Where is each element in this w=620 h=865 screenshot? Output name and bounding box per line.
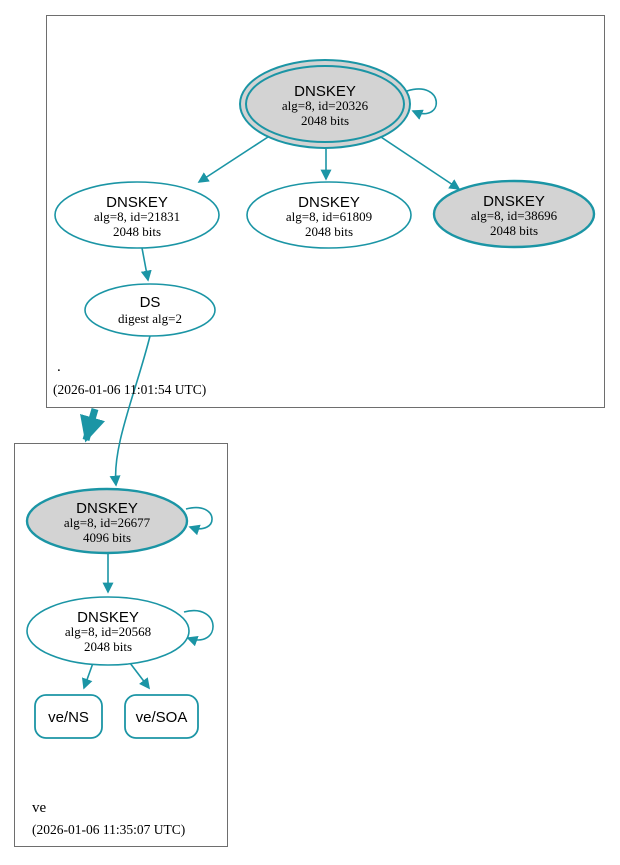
edge-dnskey20326-dnskey38696 bbox=[380, 136, 461, 190]
dnskey-20568-ellipse bbox=[26, 596, 190, 666]
node-detail: alg=8, id=26677 bbox=[64, 515, 151, 530]
node-rrset-ve-ns: ve/NS bbox=[34, 694, 103, 739]
node-label: DNSKEY bbox=[483, 193, 545, 210]
dnskey-20326-inner-ring bbox=[245, 65, 405, 143]
node-label: DNSKEY bbox=[77, 609, 139, 626]
node-dnskey-26677: DNSKEY alg=8, id=26677 4096 bits bbox=[25, 487, 189, 555]
ve-ns-box bbox=[34, 694, 103, 739]
node-label: DNSKEY bbox=[106, 194, 168, 211]
node-detail: alg=8, id=20326 bbox=[282, 98, 369, 113]
zone-timestamp-ve: (2026-01-06 11:35:07 UTC) bbox=[32, 822, 185, 837]
ve-soa-box bbox=[124, 694, 199, 739]
node-dnskey-61809: DNSKEY alg=8, id=61809 2048 bits bbox=[246, 181, 412, 249]
zone-name-ve: ve bbox=[32, 800, 47, 816]
node-size: 2048 bits bbox=[490, 223, 538, 238]
rrset-label: ve/NS bbox=[48, 709, 89, 726]
node-size: 2048 bits bbox=[301, 113, 349, 128]
node-label: DNSKEY bbox=[294, 83, 356, 100]
zone-timestamp-root: (2026-01-06 11:01:54 UTC) bbox=[53, 382, 206, 397]
edge-dnskey26677-self-signature bbox=[185, 506, 213, 536]
edge-dnskey20568-vesoa bbox=[129, 662, 150, 690]
edge-zone-root-to-ve-delegation bbox=[80, 408, 106, 443]
edge-dnskey20568-vens bbox=[81, 662, 94, 690]
dnskey-61809-ellipse bbox=[246, 181, 412, 249]
node-dnskey-20568: DNSKEY alg=8, id=20568 2048 bits bbox=[26, 596, 190, 666]
edge-ds-dnskey26677 bbox=[109, 335, 151, 487]
node-size: 2048 bits bbox=[305, 224, 353, 239]
dnskey-21831-ellipse bbox=[54, 181, 220, 249]
dnskey-38696-ellipse bbox=[432, 179, 596, 249]
node-ds-ve: DS digest alg=2 bbox=[84, 283, 216, 337]
node-label: DNSKEY bbox=[298, 194, 360, 211]
node-detail: alg=8, id=20568 bbox=[65, 624, 151, 639]
node-detail: digest alg=2 bbox=[118, 311, 182, 326]
node-dnskey-21831: DNSKEY alg=8, id=21831 2048 bits bbox=[54, 181, 220, 249]
node-detail: alg=8, id=61809 bbox=[286, 209, 372, 224]
edge-dnskey21831-ds bbox=[140, 247, 152, 282]
rrset-label: ve/SOA bbox=[136, 709, 188, 726]
zone-box-root bbox=[46, 15, 605, 408]
node-label: DNSKEY bbox=[76, 500, 138, 517]
zone-name-root: . bbox=[57, 359, 61, 375]
node-dnskey-20326: DNSKEY alg=8, id=20326 2048 bits bbox=[239, 59, 411, 149]
edge-dnskey20326-dnskey21831 bbox=[197, 136, 269, 183]
node-size: 2048 bits bbox=[84, 639, 132, 654]
node-dnskey-38696: DNSKEY alg=8, id=38696 2048 bits bbox=[432, 179, 596, 249]
node-detail: alg=8, id=21831 bbox=[94, 209, 180, 224]
node-size: 4096 bits bbox=[83, 530, 131, 545]
edge-dnskey20326-self-signature bbox=[406, 88, 438, 120]
ds-ellipse bbox=[84, 283, 216, 337]
edge-dnskey20568-self-signature bbox=[183, 609, 214, 647]
node-rrset-ve-soa: ve/SOA bbox=[124, 694, 199, 739]
zone-box-ve bbox=[14, 443, 228, 847]
node-label: DS bbox=[140, 294, 161, 311]
dnskey-26677-ellipse bbox=[25, 487, 189, 555]
node-detail: alg=8, id=38696 bbox=[471, 208, 558, 223]
node-size: 2048 bits bbox=[113, 224, 161, 239]
